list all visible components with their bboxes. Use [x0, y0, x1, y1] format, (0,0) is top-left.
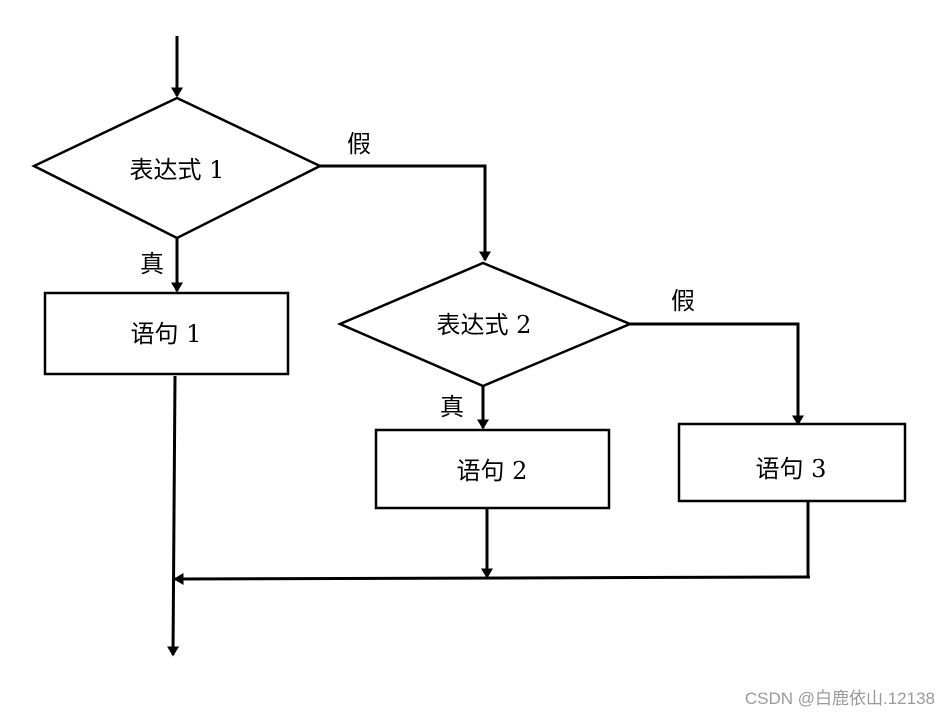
d1-false-label: 假 — [347, 130, 371, 158]
merge-arrow — [173, 572, 811, 585]
d2-false-line — [630, 322, 804, 426]
statement1-label: 语句 1 — [131, 320, 202, 348]
statement2-label: 语句 2 — [457, 457, 528, 485]
d1-false-line — [320, 164, 491, 262]
d1-true-label: 真 — [140, 250, 164, 278]
watermark: CSDN @白鹿依山.12138 — [745, 689, 935, 708]
decision1-label: 表达式 1 — [130, 156, 225, 184]
s1-down-line — [167, 375, 180, 657]
statement2-box — [374, 428, 611, 510]
statement3-box — [677, 422, 907, 503]
decision2-diamond — [336, 261, 634, 388]
statement3-label: 语句 3 — [756, 455, 827, 483]
d2-false-label: 假 — [671, 287, 695, 315]
decision2-label: 表达式 2 — [437, 311, 532, 339]
decision1-diamond — [31, 96, 323, 240]
d2-true-label: 真 — [440, 393, 464, 421]
statement1-box — [43, 291, 290, 376]
